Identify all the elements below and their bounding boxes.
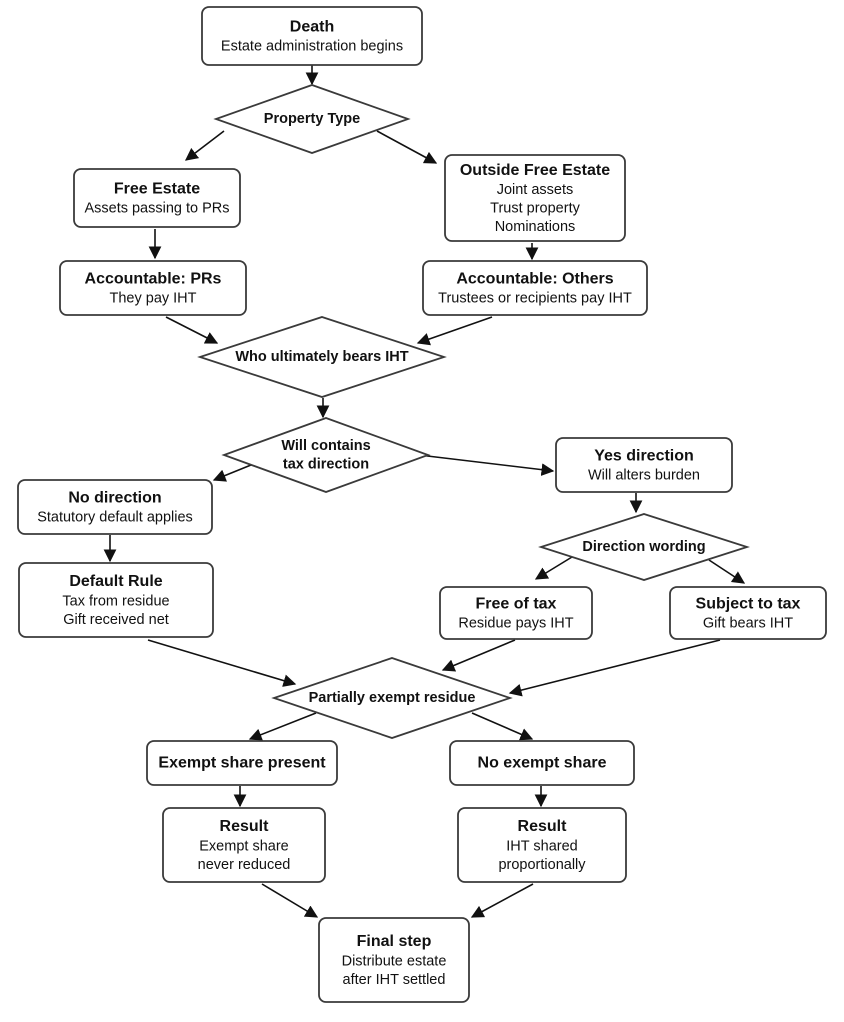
arrow-result-left-to-final-step (261, 883, 319, 918)
final-step-line-2: after IHT settled (343, 972, 446, 988)
accountable-prs-line-1: They pay IHT (109, 291, 196, 307)
death-title: Death (290, 18, 334, 35)
decision-diamond-partially-exempt: Partially exempt residue (271, 657, 513, 739)
result-right-title: Result (518, 818, 568, 835)
arrow-will-direction-to-yes-direction (418, 454, 555, 476)
death-line-1: Estate administration begins (221, 39, 403, 55)
arrow-property-type-to-free-estate (184, 130, 225, 161)
exempt-share-present-title: Exempt share present (158, 755, 326, 772)
default-rule-line-2: Gift received net (63, 612, 169, 628)
property-type-line-1: Property Type (264, 111, 360, 127)
outside-free-estate-line-1: Joint assets (497, 182, 574, 198)
result-left-line-2: never reduced (198, 857, 291, 873)
default-rule-line-1: Tax from residue (62, 593, 169, 609)
free-estate-title: Free Estate (114, 180, 200, 197)
subject-to-tax-title: Subject to tax (696, 595, 801, 612)
arrow-accountable-others-to-who-bears (416, 316, 493, 346)
node-box-no-exempt-share: No exempt share (449, 740, 635, 786)
arrow-accountable-prs-to-who-bears (165, 316, 219, 344)
final-step-title: Final step (357, 933, 432, 950)
will-direction-line-2: tax direction (283, 456, 369, 472)
arrow-free-of-tax-to-partially-exempt (441, 639, 516, 672)
outside-free-estate-line-2: Trust property (490, 201, 580, 217)
accountable-prs-title: Accountable: PRs (85, 270, 222, 287)
outside-free-estate-title: Outside Free Estate (460, 162, 610, 179)
result-left-title: Result (220, 818, 270, 835)
node-box-exempt-share-present: Exempt share present (146, 740, 338, 786)
who-bears-line-1: Who ultimately bears IHT (235, 349, 408, 365)
accountable-others-line-1: Trustees or recipients pay IHT (438, 291, 632, 307)
arrow-partially-exempt-to-exempt-share-present (248, 712, 317, 741)
free-estate-line-1: Assets passing to PRs (84, 201, 229, 217)
result-right-line-2: proportionally (498, 857, 586, 873)
yes-direction-line-1: Will alters burden (588, 468, 700, 484)
outside-free-estate-line-3: Nominations (495, 219, 576, 235)
subject-to-tax-line-1: Gift bears IHT (703, 616, 793, 632)
decision-diamond-who-bears: Who ultimately bears IHT (197, 316, 447, 398)
arrow-default-rule-to-partially-exempt (147, 639, 297, 687)
default-rule-title: Default Rule (69, 573, 162, 590)
arrow-subject-to-tax-to-partially-exempt (508, 639, 721, 697)
decision-diamond-direction-wording: Direction wording (538, 513, 750, 581)
decision-diamond-property-type: Property Type (213, 84, 411, 154)
arrow-direction-wording-to-subject-to-tax (708, 559, 746, 584)
yes-direction-title: Yes direction (594, 447, 694, 464)
direction-wording-line-1: Direction wording (582, 539, 705, 555)
free-of-tax-title: Free of tax (476, 595, 557, 612)
accountable-others-title: Accountable: Others (456, 270, 613, 287)
arrow-will-direction-to-no-direction (212, 462, 257, 482)
result-right-line-1: IHT shared (506, 838, 577, 854)
no-exempt-share-title: No exempt share (478, 755, 607, 772)
final-step-line-1: Distribute estate (342, 953, 447, 969)
connector-layer (103, 65, 746, 918)
no-direction-title: No direction (68, 489, 161, 506)
decision-diamond-will-direction: Will contains tax direction (221, 417, 431, 493)
arrow-direction-wording-to-free-of-tax (534, 556, 573, 580)
arrow-result-right-to-final-step (470, 883, 534, 918)
arrow-property-type-to-outside-free-estate (376, 130, 438, 164)
arrow-partially-exempt-to-no-exempt-share (471, 712, 534, 741)
partially-exempt-line-1: Partially exempt residue (309, 690, 476, 706)
will-direction-line-1: Will contains (281, 438, 370, 454)
no-direction-line-1: Statutory default applies (37, 510, 193, 526)
result-left-line-1: Exempt share (199, 838, 288, 854)
free-of-tax-line-1: Residue pays IHT (458, 616, 573, 632)
